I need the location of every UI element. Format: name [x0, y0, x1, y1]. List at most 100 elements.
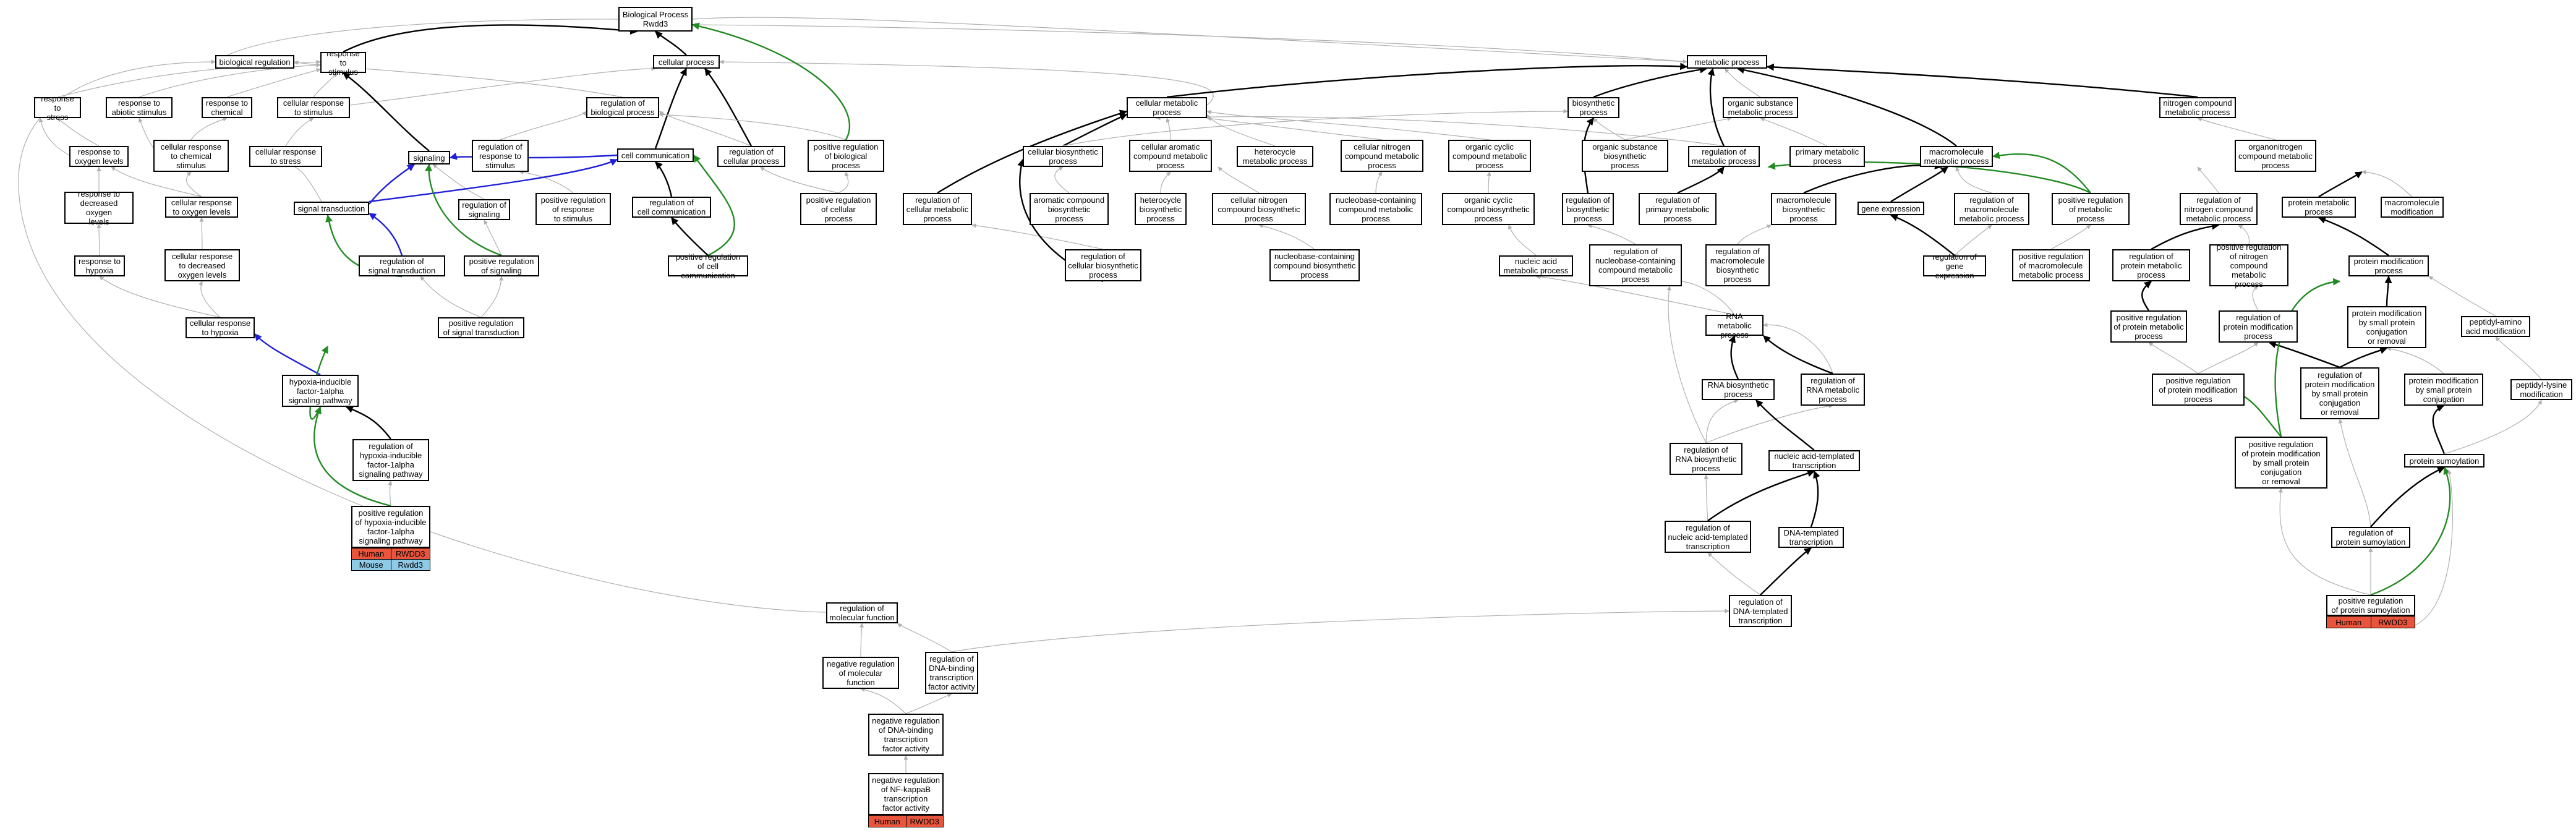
- go-term-node[interactable]: positive regulation of protein sumoylati…: [2326, 595, 2415, 616]
- go-term-node[interactable]: regulation of primary metabolic process: [1639, 193, 1717, 225]
- go-term-node[interactable]: regulation of DNA-templated transcriptio…: [1729, 595, 1792, 627]
- go-term-node[interactable]: protein modification by small protein co…: [2404, 374, 2483, 406]
- go-term-node[interactable]: regulation of signal transduction: [359, 255, 445, 276]
- go-term-node[interactable]: macromolecule biosynthetic process: [1771, 193, 1836, 225]
- go-term-node[interactable]: regulation of nitrogen compound metaboli…: [2180, 193, 2258, 225]
- go-term-node[interactable]: nucleic acid-templated transcription: [1768, 450, 1860, 471]
- go-term-node[interactable]: hypoxia-inducible factor-1alpha signalin…: [282, 375, 359, 407]
- go-term-node[interactable]: metabolic process: [1687, 55, 1767, 69]
- go-term-node[interactable]: cellular metabolic process: [1127, 97, 1207, 118]
- go-term-node[interactable]: peptidyl-amino acid modification: [2461, 316, 2530, 337]
- go-term-node[interactable]: cellular nitrogen compound biosynthetic …: [1212, 193, 1306, 225]
- go-term-node[interactable]: regulation of RNA biosynthetic process: [1670, 443, 1742, 475]
- go-term-node[interactable]: positive regulation of cell communicatio…: [668, 252, 748, 280]
- go-term-node[interactable]: regulation of biosynthetic process: [1562, 193, 1614, 225]
- go-term-node[interactable]: response to oxygen levels: [69, 146, 129, 167]
- go-term-node[interactable]: positive regulation of cellular process: [800, 193, 877, 225]
- go-term-node[interactable]: response to stimulus: [320, 49, 366, 77]
- go-term-node[interactable]: regulation of RNA metabolic process: [1801, 374, 1865, 406]
- go-term-node[interactable]: cellular biosynthetic process: [1023, 146, 1103, 167]
- go-term-node[interactable]: regulation of protein metabolic process: [2112, 249, 2190, 281]
- go-term-node[interactable]: nucleic acid metabolic process: [1499, 255, 1573, 276]
- go-term-node[interactable]: RNA metabolic process: [1705, 312, 1764, 340]
- go-term-node[interactable]: regulation of nucleobase-containing comp…: [1589, 244, 1682, 286]
- go-term-node[interactable]: positive regulation of nitrogen compound…: [2209, 242, 2288, 289]
- go-term-node[interactable]: macromolecule modification: [2381, 197, 2444, 218]
- go-term-node[interactable]: nucleobase-containing compound biosynthe…: [1269, 249, 1360, 281]
- go-term-node[interactable]: regulation of signaling: [458, 199, 510, 220]
- go-term-node[interactable]: regulation of cell communication: [632, 197, 711, 218]
- go-term-node[interactable]: regulation of macromolecule biosynthetic…: [1705, 244, 1770, 286]
- go-term-node[interactable]: negative regulation of DNA-binding trans…: [868, 714, 944, 756]
- go-term-node[interactable]: cellular process: [653, 55, 720, 69]
- go-term-node[interactable]: gene expression: [1857, 202, 1924, 215]
- go-term-node[interactable]: organic cyclic compound biosynthetic pro…: [1442, 193, 1535, 225]
- go-term-node[interactable]: nucleobase-containing compound metabolic…: [1329, 193, 1422, 225]
- go-term-node[interactable]: Biological Process Rwdd3: [618, 7, 693, 32]
- go-term-node[interactable]: signal transduction: [294, 202, 369, 215]
- go-term-node[interactable]: response to hypoxia: [74, 255, 125, 276]
- go-term-node[interactable]: positive regulation of protein metabolic…: [2110, 310, 2187, 343]
- go-term-node[interactable]: regulation of cellular metabolic process: [903, 193, 972, 225]
- go-term-node[interactable]: protein modification process: [2348, 255, 2429, 276]
- go-term-node[interactable]: protein sumoylation: [2404, 454, 2484, 468]
- go-term-node[interactable]: DNA-templated transcription: [1778, 527, 1844, 548]
- go-term-node[interactable]: regulation of biological process: [586, 97, 659, 118]
- go-term-node[interactable]: positive regulation of protein modificat…: [2235, 437, 2327, 489]
- go-term-node[interactable]: positive regulation of biological proces…: [808, 140, 884, 172]
- go-term-node[interactable]: organonitrogen compound metabolic proces…: [2235, 140, 2316, 172]
- go-term-node[interactable]: organic substance metabolic process: [1723, 97, 1798, 118]
- go-term-node[interactable]: regulation of cellular process: [717, 146, 785, 167]
- go-term-node[interactable]: cellular response to stress: [249, 146, 322, 167]
- go-term-node[interactable]: regulation of DNA-binding transcription …: [925, 652, 978, 694]
- go-term-node[interactable]: regulation of protein sumoylation: [2331, 527, 2410, 548]
- go-term-node[interactable]: macromolecule metabolic process: [1920, 146, 1993, 167]
- go-term-node[interactable]: positive regulation of response to stimu…: [535, 193, 611, 225]
- go-term-node[interactable]: biosynthetic process: [1567, 97, 1619, 118]
- go-term-node[interactable]: positive regulation of signal transducti…: [438, 317, 524, 338]
- go-term-node[interactable]: regulation of cellular biosynthetic proc…: [1065, 249, 1141, 281]
- go-term-node[interactable]: response to abiotic stimulus: [106, 97, 173, 118]
- go-term-node[interactable]: regulation of metabolic process: [1688, 146, 1760, 167]
- go-term-node[interactable]: heterocycle biosynthetic process: [1135, 193, 1187, 225]
- go-term-node[interactable]: regulation of molecular function: [826, 602, 898, 623]
- go-term-node[interactable]: response to stress: [34, 94, 81, 122]
- go-term-node[interactable]: positive regulation of protein modificat…: [2152, 374, 2245, 406]
- go-term-node[interactable]: positive regulation of macromolecule met…: [2012, 249, 2090, 281]
- go-term-node[interactable]: cellular response to chemical stimulus: [153, 140, 229, 172]
- go-term-node[interactable]: RNA biosynthetic process: [1702, 379, 1775, 400]
- go-term-node[interactable]: peptidyl-lysine modification: [2510, 379, 2572, 400]
- go-term-node[interactable]: aromatic compound biosynthetic process: [1030, 193, 1109, 225]
- go-term-node[interactable]: cellular response to oxygen levels: [165, 197, 238, 218]
- go-term-node[interactable]: organic substance biosynthetic process: [1582, 140, 1668, 172]
- go-term-node[interactable]: heterocycle metabolic process: [1237, 146, 1313, 167]
- go-term-node[interactable]: signaling: [408, 151, 450, 164]
- go-term-node[interactable]: negative regulation of molecular functio…: [822, 657, 899, 689]
- go-term-node[interactable]: cellular response to stimulus: [277, 97, 350, 118]
- go-term-node[interactable]: cell communication: [617, 148, 694, 162]
- go-term-node[interactable]: nitrogen compound metabolic process: [2159, 97, 2236, 118]
- go-term-node[interactable]: positive regulation of metabolic process: [2052, 193, 2130, 225]
- go-term-node[interactable]: regulation of response to stimulus: [472, 140, 529, 172]
- go-term-node[interactable]: cellular response to decreased oxygen le…: [164, 249, 240, 281]
- go-term-node[interactable]: primary metabolic process: [1789, 146, 1865, 167]
- go-term-node[interactable]: protein metabolic process: [2282, 197, 2356, 218]
- go-term-node[interactable]: regulation of nucleic acid-templated tra…: [1665, 521, 1751, 553]
- go-term-node[interactable]: response to decreased oxygen levels: [64, 189, 134, 226]
- go-term-node[interactable]: response to chemical: [202, 97, 252, 118]
- go-term-node[interactable]: regulation of hypoxia-inducible factor-1…: [352, 439, 429, 481]
- go-term-node[interactable]: negative regulation of NF-kappaB transcr…: [868, 773, 944, 815]
- go-term-node[interactable]: cellular aromatic compound metabolic pro…: [1129, 140, 1212, 172]
- go-term-node[interactable]: organic cyclic compound metabolic proces…: [1448, 140, 1531, 172]
- go-term-node[interactable]: cellular response to hypoxia: [186, 317, 255, 338]
- go-term-node[interactable]: biological regulation: [215, 55, 294, 69]
- go-term-node[interactable]: protein modification by small protein co…: [2347, 306, 2426, 348]
- go-term-node[interactable]: positive regulation of signaling: [464, 255, 539, 276]
- go-term-node[interactable]: positive regulation of hypoxia-inducible…: [351, 506, 430, 548]
- go-term-node[interactable]: regulation of protein modification by sm…: [2300, 367, 2379, 419]
- go-term-node[interactable]: regulation of macromolecule metabolic pr…: [1954, 193, 2029, 225]
- go-term-node[interactable]: regulation of gene expression: [1923, 252, 1986, 280]
- edge-is-a: [838, 171, 849, 194]
- go-term-node[interactable]: regulation of protein modification proce…: [2219, 310, 2298, 343]
- go-term-node[interactable]: cellular nitrogen compound metabolic pro…: [1341, 140, 1423, 172]
